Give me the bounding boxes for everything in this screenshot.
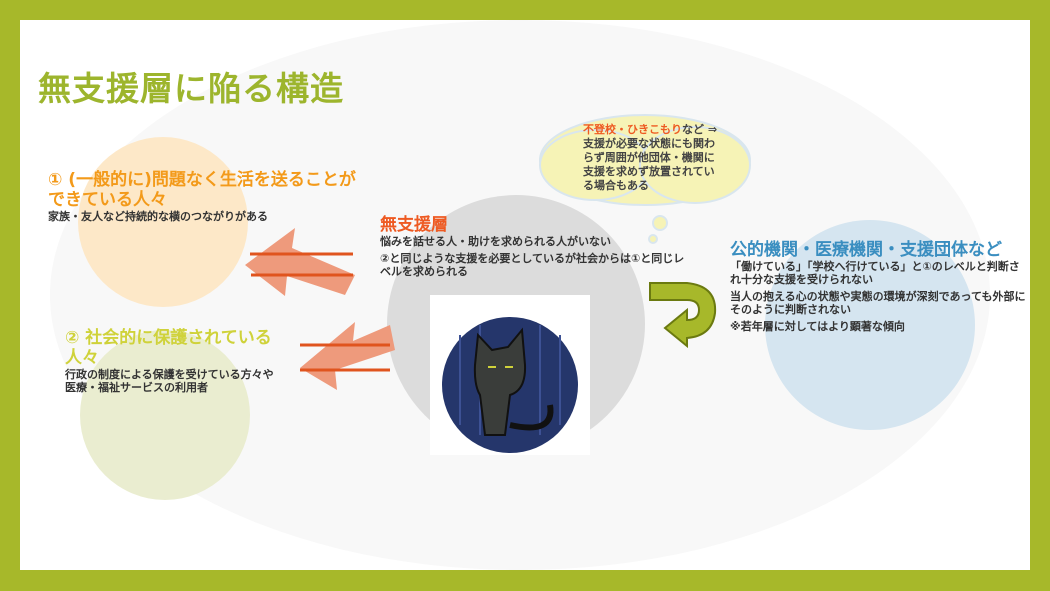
center-line2: ②と同じような支援を必要としているが社会からは①と同じレベルを求められる	[380, 252, 685, 278]
group1-desc: 家族・友人など持続的な横のつながりがある	[48, 210, 268, 223]
arrow-left-icon	[300, 322, 395, 390]
right-circle	[765, 220, 975, 430]
right-p2: 当人の抱える心の状態や実態の環境が深刻であっても外部にそのように判断されない	[730, 290, 1026, 316]
curved-arrow-icon	[649, 282, 717, 348]
center-line1: 悩みを話せる人・助けを求められる人がいない	[380, 235, 611, 248]
cloud-text: 不登校・ひきこもりなど ⇒支援が必要な状態にも関わらず周囲が他団体・機関に支援を…	[583, 123, 723, 193]
group2-heading: ② 社会的に保護されている人々	[65, 328, 272, 368]
arrow-left-icon	[245, 228, 355, 296]
right-heading: 公的機関・医療機関・支援団体など	[730, 240, 1002, 260]
center-text: 無支援層 悩みを話せる人・助けを求められる人がいない ②と同じような支援を必要と…	[380, 215, 684, 278]
cloud-highlight: 不登校・ひきこもり	[583, 123, 682, 136]
cat-illustration	[430, 295, 590, 455]
page-title: 無支援層に陥る構造	[38, 69, 344, 108]
group1: ① (一般的に)問題なく生活を送ることができている人々 家族・友人など持続的な横…	[48, 170, 358, 223]
right-text: 公的機関・医療機関・支援団体など 「働けている」「学校へ行けている」と①のレベル…	[730, 240, 1030, 333]
arrows-left	[245, 228, 395, 390]
thought-cloud	[539, 114, 751, 244]
cloud-rest: など ⇒支援が必要な状態にも関わらず周囲が他団体・機関に支援を求めず放置されてい…	[583, 123, 718, 192]
group2-circle	[80, 330, 250, 500]
slide: 無支援層に陥る構造 ① (一般的に)問題なく生活を送ることができている人々 家族…	[20, 20, 1030, 570]
group2: ② 社会的に保護されている人々 行政の制度による保護を受けている方々や医療・福祉…	[65, 328, 280, 394]
group1-heading: ① (一般的に)問題なく生活を送ることができている人々	[48, 170, 356, 210]
group1-circle	[78, 137, 248, 307]
right-p3: ※若年層に対してはより顕著な傾向	[730, 320, 905, 333]
center-heading: 無支援層	[380, 215, 448, 235]
right-p1: 「働けている」「学校へ行けている」と①のレベルと判断され十分な支援を受けられない	[730, 260, 1020, 286]
group2-desc: 行政の制度による保護を受けている方々や医療・福祉サービスの利用者	[65, 368, 274, 394]
